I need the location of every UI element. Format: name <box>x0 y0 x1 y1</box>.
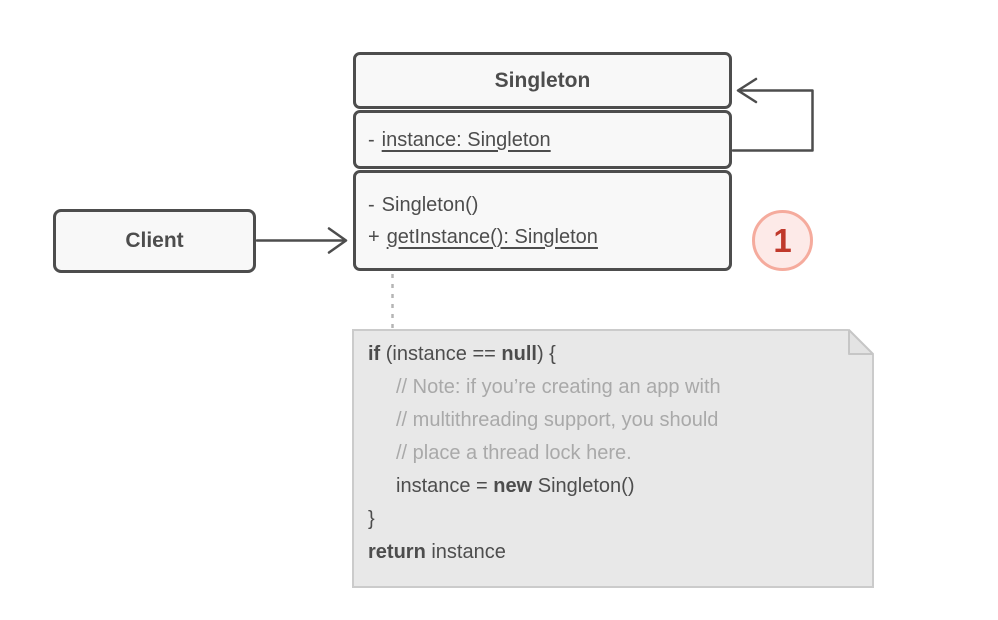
singleton-class-fields-compartment: -instance: Singleton <box>353 110 732 169</box>
singleton-class-box: Singleton -instance: Singleton -Singleto… <box>353 52 732 271</box>
client-class-box: Client <box>53 209 256 273</box>
singleton-class-name: Singleton <box>494 68 591 92</box>
code-line-2: // Note: if you’re creating an app with <box>396 376 721 398</box>
code-line-3: // multithreading support, you should <box>396 409 719 431</box>
singleton-class-methods-compartment: -Singleton() + getInstance(): Singleton <box>353 170 732 271</box>
client-to-singleton-arrow <box>255 227 348 254</box>
self-reference-arrow <box>731 77 814 152</box>
code-line-5: instance = new Singleton() <box>396 475 635 497</box>
note-code-block: if (instance == null) { // Note: if you’… <box>368 338 858 569</box>
method-name: Singleton() <box>381 193 479 216</box>
method-constructor: -Singleton() <box>368 189 717 221</box>
field-visibility: - <box>368 128 375 151</box>
field-instance: -instance: Singleton <box>368 124 717 156</box>
code-line-6: } <box>368 508 375 530</box>
field-name: instance: Singleton <box>381 128 551 151</box>
annotation-badge-number: 1 <box>773 221 792 259</box>
code-line-1: if (instance == null) { <box>368 343 556 365</box>
code-line-7: return instance <box>368 541 506 563</box>
singleton-class-title-compartment: Singleton <box>353 52 732 109</box>
method-getinstance: + getInstance(): Singleton <box>368 221 717 253</box>
method-visibility: - <box>368 193 375 216</box>
code-note: if (instance == null) { // Note: if you’… <box>352 329 874 588</box>
note-fold-corner-icon <box>848 329 874 355</box>
method-visibility: + <box>368 225 380 248</box>
annotation-badge-1: 1 <box>752 210 813 271</box>
code-line-4: // place a thread lock here. <box>396 442 632 464</box>
method-name: getInstance(): Singleton <box>386 225 598 248</box>
client-class-label: Client <box>125 229 184 252</box>
